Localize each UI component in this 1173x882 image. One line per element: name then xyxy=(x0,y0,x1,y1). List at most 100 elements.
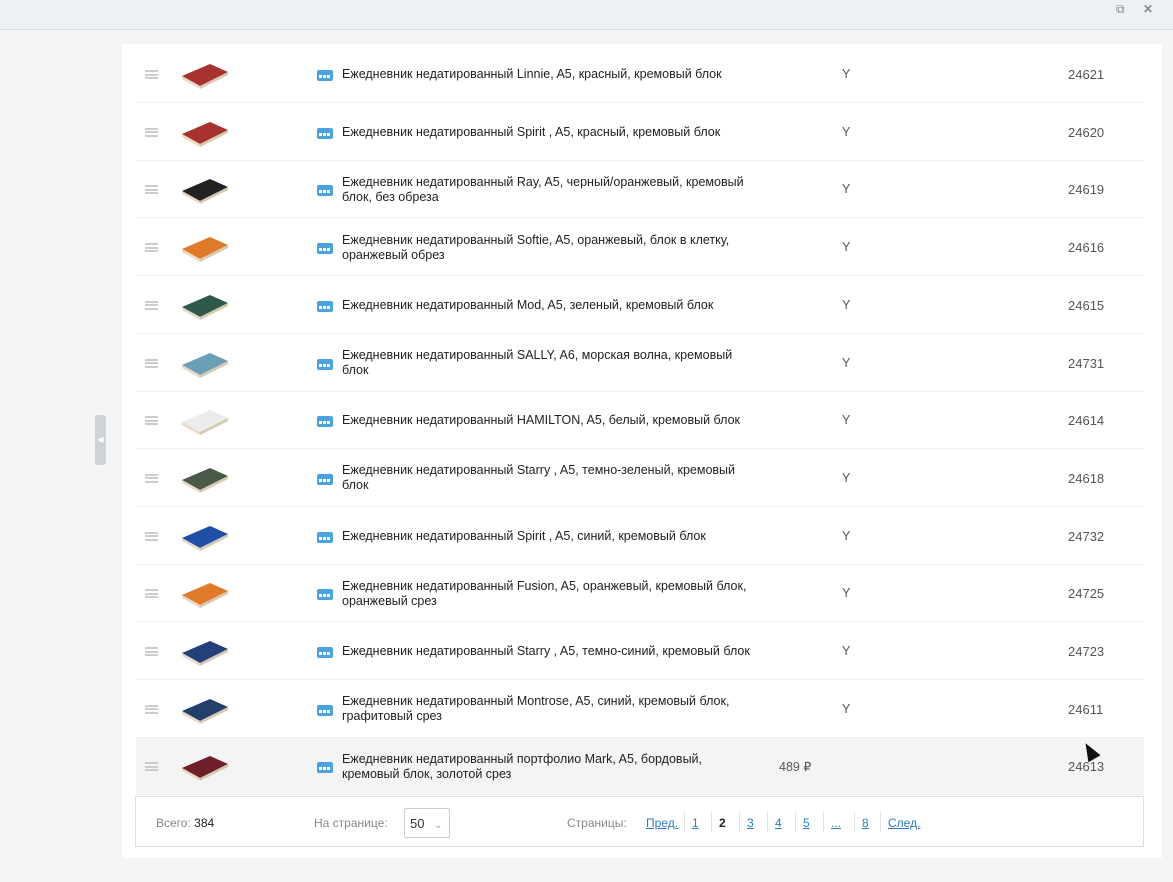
table-row[interactable]: Ежедневник недатированный Linnie, A5, кр… xyxy=(136,46,1144,103)
active-flag: Y xyxy=(842,182,851,197)
divider xyxy=(739,812,740,832)
product-type-icon xyxy=(317,762,333,774)
product-type-icon xyxy=(317,300,333,312)
prev-page-link[interactable]: Пред. xyxy=(646,816,679,830)
restore-icon[interactable]: ⧉ xyxy=(1116,2,1125,16)
table-row[interactable]: Ежедневник недатированный Montrose, A5, … xyxy=(136,681,1144,738)
table-row[interactable]: Ежедневник недатированный портфолио Mark… xyxy=(136,738,1144,796)
product-id: 24723 xyxy=(1068,644,1105,659)
page-link[interactable]: 2 xyxy=(719,816,726,830)
table-row[interactable]: Ежедневник недатированный SALLY, A6, мор… xyxy=(136,335,1144,392)
drag-handle-icon[interactable] xyxy=(145,127,158,137)
product-id: 24613 xyxy=(1068,759,1105,775)
table-row[interactable]: Ежедневник недатированный Mod, A5, зелен… xyxy=(136,277,1144,334)
drag-handle-icon[interactable] xyxy=(145,531,158,541)
collapse-panel-handle[interactable]: ◀ xyxy=(95,415,106,465)
table-row[interactable]: Ежедневник недатированный Spirit , A5, с… xyxy=(136,508,1144,565)
product-name[interactable]: Ежедневник недатированный Montrose, A5, … xyxy=(342,694,730,724)
per-page-label: На странице: xyxy=(314,816,388,830)
drag-handle-icon[interactable] xyxy=(145,358,158,368)
product-type-icon xyxy=(317,185,333,197)
product-image xyxy=(182,237,228,263)
table-row[interactable]: Ежедневник недатированный Starry , A5, т… xyxy=(136,623,1144,680)
total-count: Всего: 384 xyxy=(156,816,215,830)
product-name[interactable]: Ежедневник недатированный Mod, A5, зелен… xyxy=(342,297,714,312)
table-row[interactable]: Ежедневник недатированный Starry , A5, т… xyxy=(136,450,1144,507)
table-row[interactable]: Ежедневник недатированный Fusion, A5, ор… xyxy=(136,565,1144,623)
product-name[interactable]: Ежедневник недатированный Softie, A5, ор… xyxy=(342,232,730,262)
active-flag: Y xyxy=(842,413,851,428)
drag-handle-icon[interactable] xyxy=(145,185,158,195)
divider xyxy=(795,812,796,832)
active-flag: Y xyxy=(842,124,851,139)
product-image xyxy=(182,525,228,551)
product-name[interactable]: Ежедневник недатированный SALLY, A6, мор… xyxy=(342,348,733,377)
product-image xyxy=(182,583,228,609)
product-type-icon xyxy=(317,647,333,658)
table-row[interactable]: Ежедневник недатированный Softie, A5, ор… xyxy=(136,219,1144,277)
product-name[interactable]: Ежедневник недатированный портфолио Mark… xyxy=(342,751,703,781)
product-name[interactable]: Ежедневник недатированный Starry , A5, т… xyxy=(342,644,750,658)
product-image xyxy=(182,294,228,320)
drag-handle-icon[interactable] xyxy=(145,70,158,79)
chevron-down-icon: ⌄ xyxy=(434,820,443,831)
product-name[interactable]: Ежедневник недатированный Ray, A5, черны… xyxy=(342,174,744,204)
drag-handle-icon[interactable] xyxy=(145,243,158,253)
divider xyxy=(684,812,685,832)
product-id: 24611 xyxy=(1068,701,1104,717)
table-row[interactable]: Ежедневник недатированный HAMILTON, A5, … xyxy=(136,392,1144,450)
product-type-icon xyxy=(317,473,333,485)
drag-handle-icon[interactable] xyxy=(145,473,158,483)
active-flag: Y xyxy=(842,355,851,370)
drag-handle-icon[interactable] xyxy=(145,704,158,714)
close-icon[interactable]: ✕ xyxy=(1143,2,1154,16)
product-id: 24616 xyxy=(1068,240,1105,256)
product-image xyxy=(182,641,228,666)
page-link[interactable]: 8 xyxy=(862,816,869,830)
product-name[interactable]: Ежедневник недатированный Fusion, A5, ор… xyxy=(342,578,747,608)
product-name[interactable]: Ежедневник недатированный HAMILTON, A5, … xyxy=(342,413,740,428)
drag-handle-icon[interactable] xyxy=(145,589,158,599)
page-link[interactable]: 3 xyxy=(747,816,754,830)
divider xyxy=(880,812,881,832)
active-flag: Y xyxy=(842,240,851,255)
divider xyxy=(854,812,855,832)
drag-handle-icon[interactable] xyxy=(145,416,158,426)
pagination-bar: Всего: 384 На странице: 50 ⌄ Страницы: П… xyxy=(135,796,1144,847)
drag-handle-icon[interactable] xyxy=(145,647,158,656)
product-type-icon xyxy=(317,704,333,716)
product-name[interactable]: Ежедневник недатированный Starry , A5, т… xyxy=(342,463,736,493)
product-type-icon xyxy=(317,127,333,139)
per-page-select[interactable]: 50 ⌄ xyxy=(404,808,450,838)
product-image xyxy=(182,121,228,147)
page-link[interactable]: 5 xyxy=(803,816,810,830)
window-titlebar: ⧉ ✕ xyxy=(0,0,1173,30)
page-link[interactable]: 4 xyxy=(775,816,782,830)
product-image xyxy=(182,352,228,378)
product-image xyxy=(182,698,228,724)
product-id: 24725 xyxy=(1068,586,1105,602)
product-name[interactable]: Ежедневник недатированный Linnie, A5, кр… xyxy=(342,67,722,81)
divider xyxy=(711,812,712,832)
product-price: 489 ₽ xyxy=(779,760,812,775)
page-link[interactable]: 1 xyxy=(692,816,699,830)
drag-handle-icon[interactable] xyxy=(145,300,158,310)
product-id: 24618 xyxy=(1068,470,1105,486)
product-name[interactable]: Ежедневник недатированный Spirit , A5, с… xyxy=(342,528,706,543)
product-id: 24614 xyxy=(1068,413,1105,429)
drag-handle-icon[interactable] xyxy=(145,762,158,772)
next-page-link[interactable]: След. xyxy=(888,816,921,830)
product-type-icon xyxy=(317,416,333,428)
product-list: Ежедневник недатированный Linnie, A5, кр… xyxy=(122,44,1162,858)
product-type-icon xyxy=(317,243,333,255)
product-type-icon xyxy=(317,358,333,370)
active-flag: Y xyxy=(842,701,851,716)
page-link[interactable]: ... xyxy=(831,816,842,830)
active-flag: Y xyxy=(842,470,851,485)
pages-label: Страницы: xyxy=(567,816,627,830)
table-row[interactable]: Ежедневник недатированный Spirit , A5, к… xyxy=(136,104,1144,161)
product-name[interactable]: Ежедневник недатированный Spirit , A5, к… xyxy=(342,124,721,139)
product-image xyxy=(182,467,228,493)
active-flag: Y xyxy=(842,297,851,312)
table-row[interactable]: Ежедневник недатированный Ray, A5, черны… xyxy=(136,161,1144,219)
